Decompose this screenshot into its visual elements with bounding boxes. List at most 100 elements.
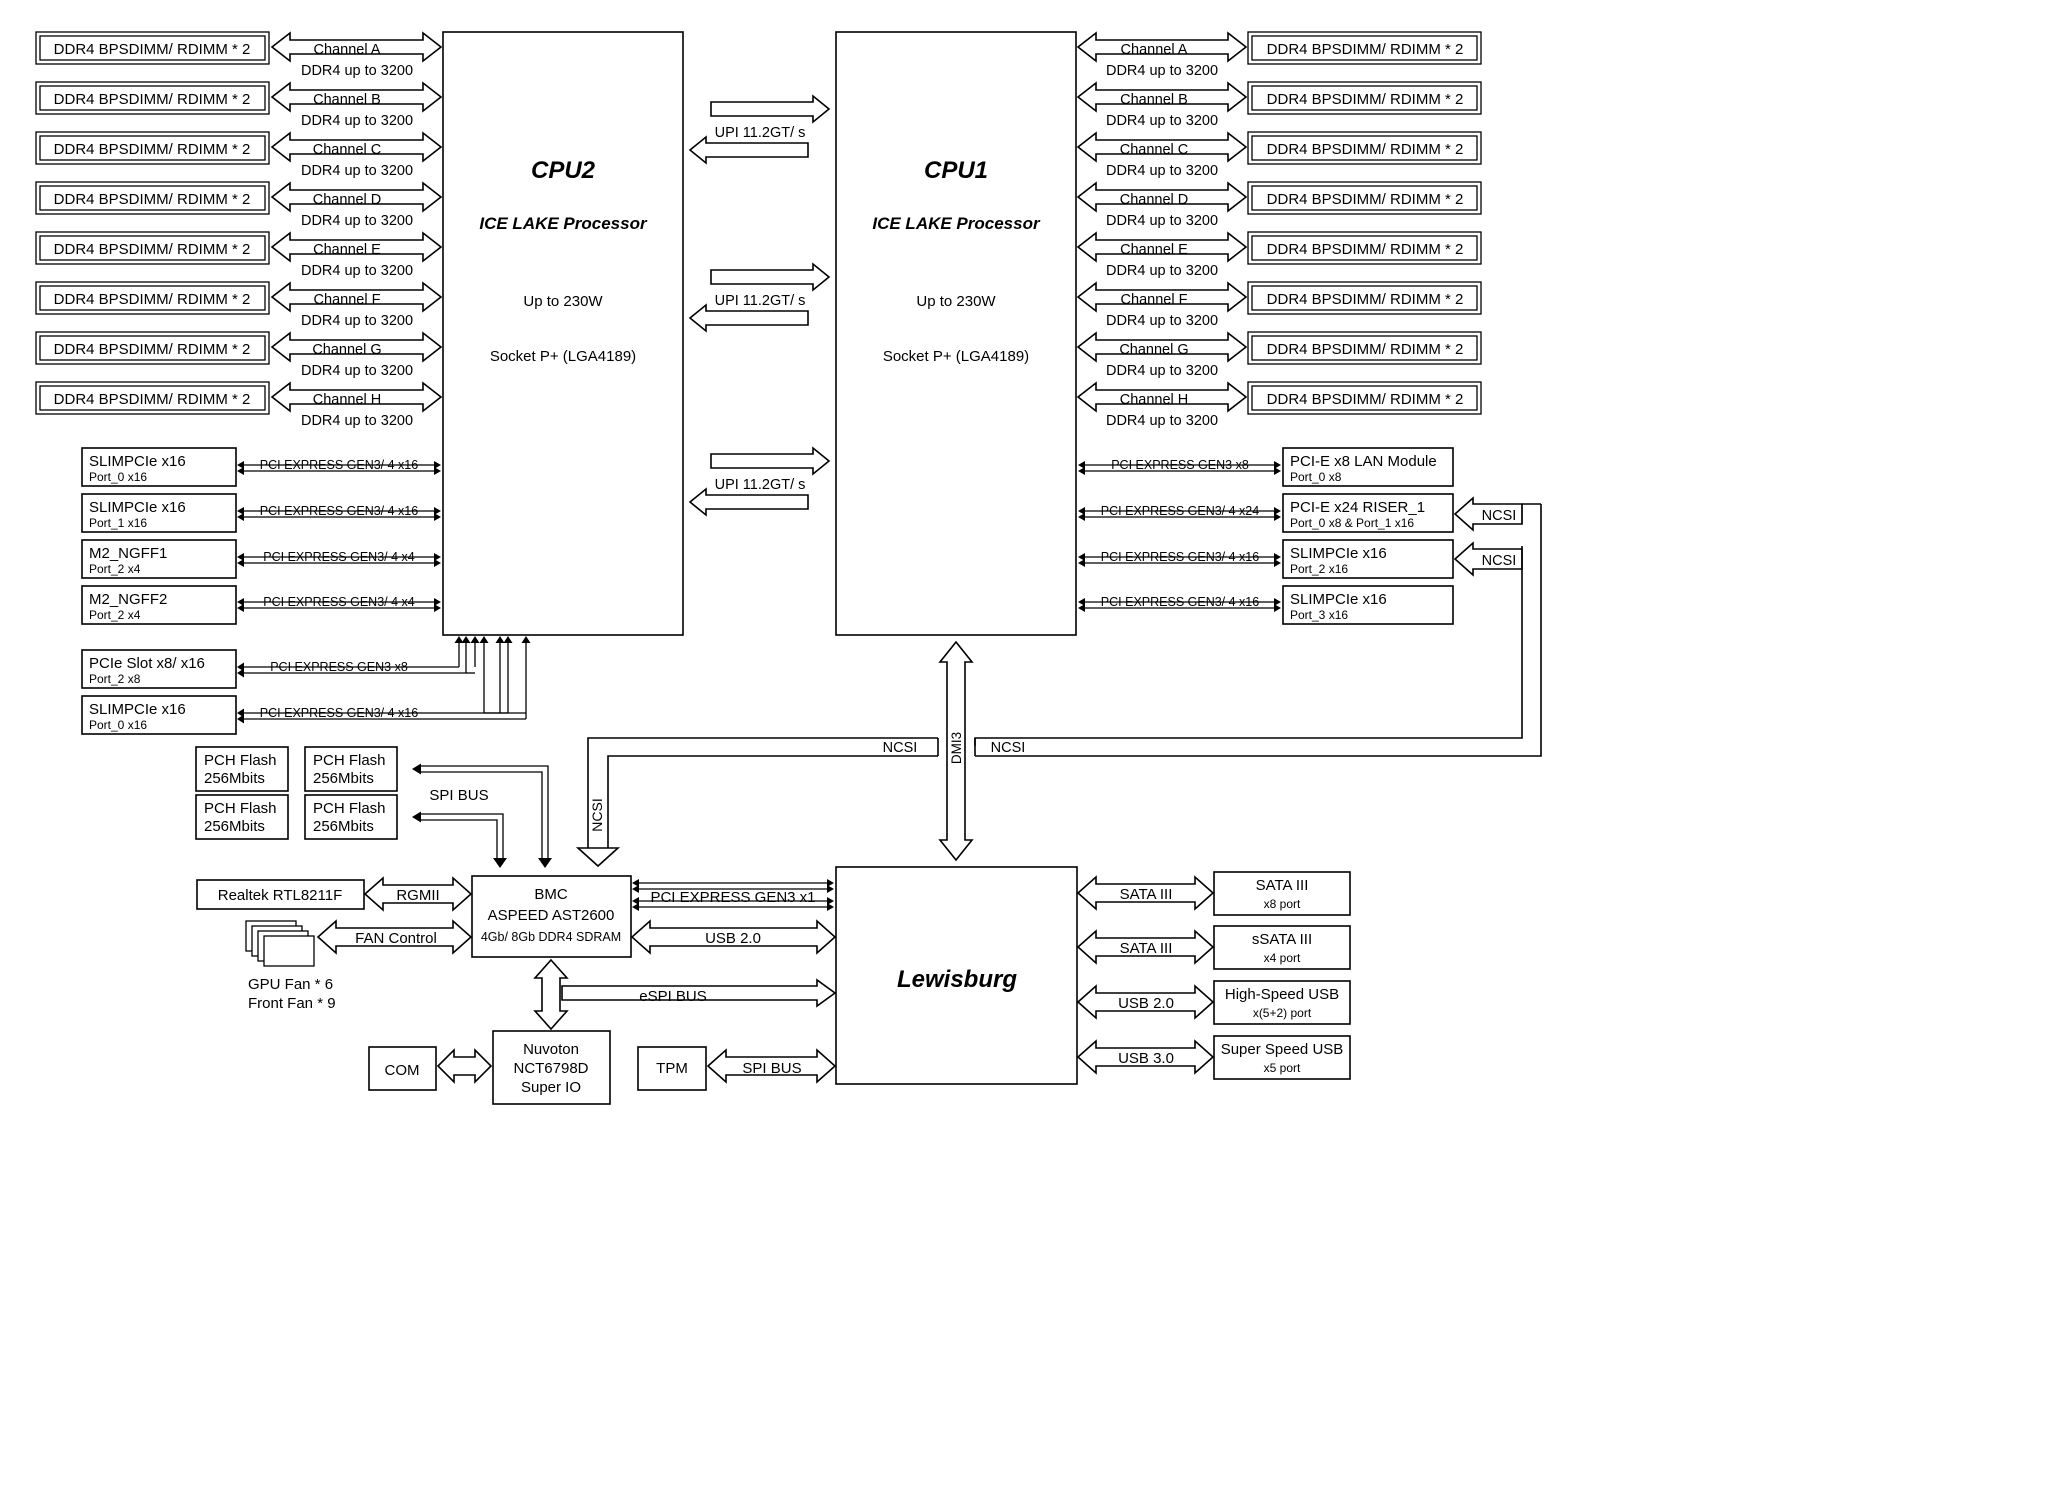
pch-box [835,866,1078,1085]
cpu1-dimm-label-0: DDR4 BPSDIMM/ RDIMM * 2 [1267,41,1464,58]
cpu1-pcie-name-2: SLIMPCIe x16 [1290,545,1387,562]
cpu2-dimm-label-0: DDR4 BPSDIMM/ RDIMM * 2 [54,41,251,58]
cpu2-pcie-link-0: PCI EXPRESS GEN3/ 4 x16 [260,458,418,472]
cpu2-pcie-head-a-5 [237,708,244,718]
cpu2-dimm-label-6: DDR4 BPSDIMM/ RDIMM * 2 [54,341,251,358]
cpu1-pcie-link-2: PCI EXPRESS GEN3/ 4 x16 [1101,550,1259,564]
upi-label-0: UPI 11.2GT/ s [715,125,806,141]
pch-port-arrow-1 [1076,929,1215,965]
dmi-arrow [938,640,974,862]
cpu2-dimm-inner-0 [39,35,266,61]
cpu2-pcie-uphead-a-4 [454,636,464,643]
cpu2-pcie-uphead-a-5 [503,636,513,643]
upi-arrow-left-2 [688,487,809,517]
cpu1-channel-arrow-0 [1076,31,1248,63]
cpu1-speed-label-6: DDR4 up to 3200 [1106,363,1218,379]
cpu2-pcie-port-0: Port_0 x16 [89,470,147,484]
cpu1-box [835,31,1077,636]
cpu2-extra-uphead-2 [495,636,505,643]
upi-arrow-left-0 [688,135,809,165]
realtek-box [196,879,365,910]
pch-flash-l2-2: 256Mbits [204,818,265,835]
pch-flash-l1-0: PCH Flash [204,752,277,769]
upi-arrow-right-1 [710,262,831,292]
cpu2-pcie-device-3 [81,585,237,625]
cpu2-channel-label-3: Channel D [313,192,382,208]
cpu1-speed-label-5: DDR4 up to 3200 [1106,313,1218,329]
pch-port-link-1: SATA III [1120,940,1173,957]
cpu1-channel-label-2: Channel C [1120,142,1189,158]
cpu2-pcie-link-3: PCI EXPRESS GEN3/ 4 x4 [263,595,414,609]
fan-control-arrow [316,919,473,955]
cpu2-speed-label-6: DDR4 up to 3200 [301,363,413,379]
cpu1-dimm-label-6: DDR4 BPSDIMM/ RDIMM * 2 [1267,341,1464,358]
cpu1-subtitle: ICE LAKE Processor [872,214,1041,233]
cpu1-pcie-bus-3-head-left [1078,598,1085,612]
cpu2-pcie-name-3: M2_NGFF2 [89,591,167,608]
cpu2-pcie-port-1: Port_1 x16 [89,516,147,530]
cpu1-pcie-bus-2-head-right [1274,553,1281,567]
cpu2-pcie-link-1: PCI EXPRESS GEN3/ 4 x16 [260,504,418,518]
bmc-box [471,875,632,958]
tpm-spi-label: SPI BUS [742,1060,801,1077]
ncsi-bmc-arrowhead [575,847,621,868]
cpu1-pcie-bus-1-head-left [1078,507,1085,521]
cpu1-channel-arrow-6 [1076,331,1248,363]
superio-l2: NCT6798D [513,1060,588,1077]
cpu1-pcie-name-3: SLIMPCIe x16 [1290,591,1387,608]
bmc-pcie-label: PCI EXPRESS GEN3 x1 [650,889,815,906]
cpu1-pcie-port-1: Port_0 x8 & Port_1 x16 [1290,516,1414,530]
cpu1-speed-label-0: DDR4 up to 3200 [1106,63,1218,79]
cpu1-channel-label-6: Channel G [1119,342,1188,358]
pch-flash-3 [304,794,398,840]
cpu1-pcie-bus-3-head-right [1274,598,1281,612]
rgmii-label: RGMII [396,887,439,904]
fan-front-label: Front Fan * 9 [248,995,336,1012]
ncsi-path-right-b [975,504,1542,757]
rgmii-arrow [363,876,473,912]
cpu2-pcie-bus-0-head-right [434,461,441,475]
spi-line-b1 [419,813,504,860]
cpu1-channel-arrow-2 [1076,131,1248,163]
cpu2-speed-label-4: DDR4 up to 3200 [301,263,413,279]
cpu2-channel-arrow-1 [270,81,443,113]
bmc-pcie-bus-a-head-right [827,879,834,893]
cpu1-dimm-inner-6 [1251,335,1478,361]
spi-down-a [538,858,552,868]
dmi-label: DMI3 [949,732,964,764]
com-arrow [436,1048,493,1084]
superio-l3: Super IO [521,1079,581,1096]
pch-flash-0 [195,746,289,792]
cpu2-pcie-name-4: PCIe Slot x8/ x16 [89,655,205,672]
pch-port-link-2: USB 2.0 [1118,995,1174,1012]
cpu2-pcie-link-5: PCI EXPRESS GEN3/ 4 x16 [260,706,418,720]
cpu2-dimm-label-1: DDR4 BPSDIMM/ RDIMM * 2 [54,91,251,108]
cpu2-pcie-uphead-b-4 [461,636,471,643]
cpu1-pcie-device-1 [1282,493,1454,533]
pch-port-sub-0: x8 port [1264,897,1301,911]
cpu1-pcie-link-3: PCI EXPRESS GEN3/ 4 x16 [1101,595,1259,609]
cpu2-dimm-label-7: DDR4 BPSDIMM/ RDIMM * 2 [54,391,251,408]
spi-head-b [412,811,421,823]
bmc-pcie-bus-a-head-left [632,879,639,893]
bmc-superio-arrow [533,958,569,1031]
cpu1-pcie-link-0: PCI EXPRESS GEN3 x8 [1111,458,1249,472]
cpu2-pcie-device-2 [81,539,237,579]
ncsi-path-left-b [607,755,938,848]
cpu1-power: Up to 230W [916,293,996,310]
com-box [368,1046,437,1091]
spi-bus-label: SPI BUS [429,787,488,804]
cpu2-pcie-bus-0-head-left [237,461,244,475]
pch-port-name-2: High-Speed USB [1225,986,1339,1003]
pch-port-sub-2: x(5+2) port [1253,1006,1312,1020]
cpu1-dimm-label-1: DDR4 BPSDIMM/ RDIMM * 2 [1267,91,1464,108]
pch-port-box-3 [1213,1035,1351,1080]
cpu2-speed-label-7: DDR4 up to 3200 [301,413,413,429]
cpu2-speed-label-1: DDR4 up to 3200 [301,113,413,129]
bmc-l3: 4Gb/ 8Gb DDR4 SDRAM [481,930,621,944]
cpu2-channel-arrow-0 [270,31,443,63]
pch-port-sub-1: x4 port [1264,951,1301,965]
pch-port-name-1: sSATA III [1252,931,1312,948]
cpu2-dimm-label-4: DDR4 BPSDIMM/ RDIMM * 2 [54,241,251,258]
cpu1-speed-label-3: DDR4 up to 3200 [1106,213,1218,229]
